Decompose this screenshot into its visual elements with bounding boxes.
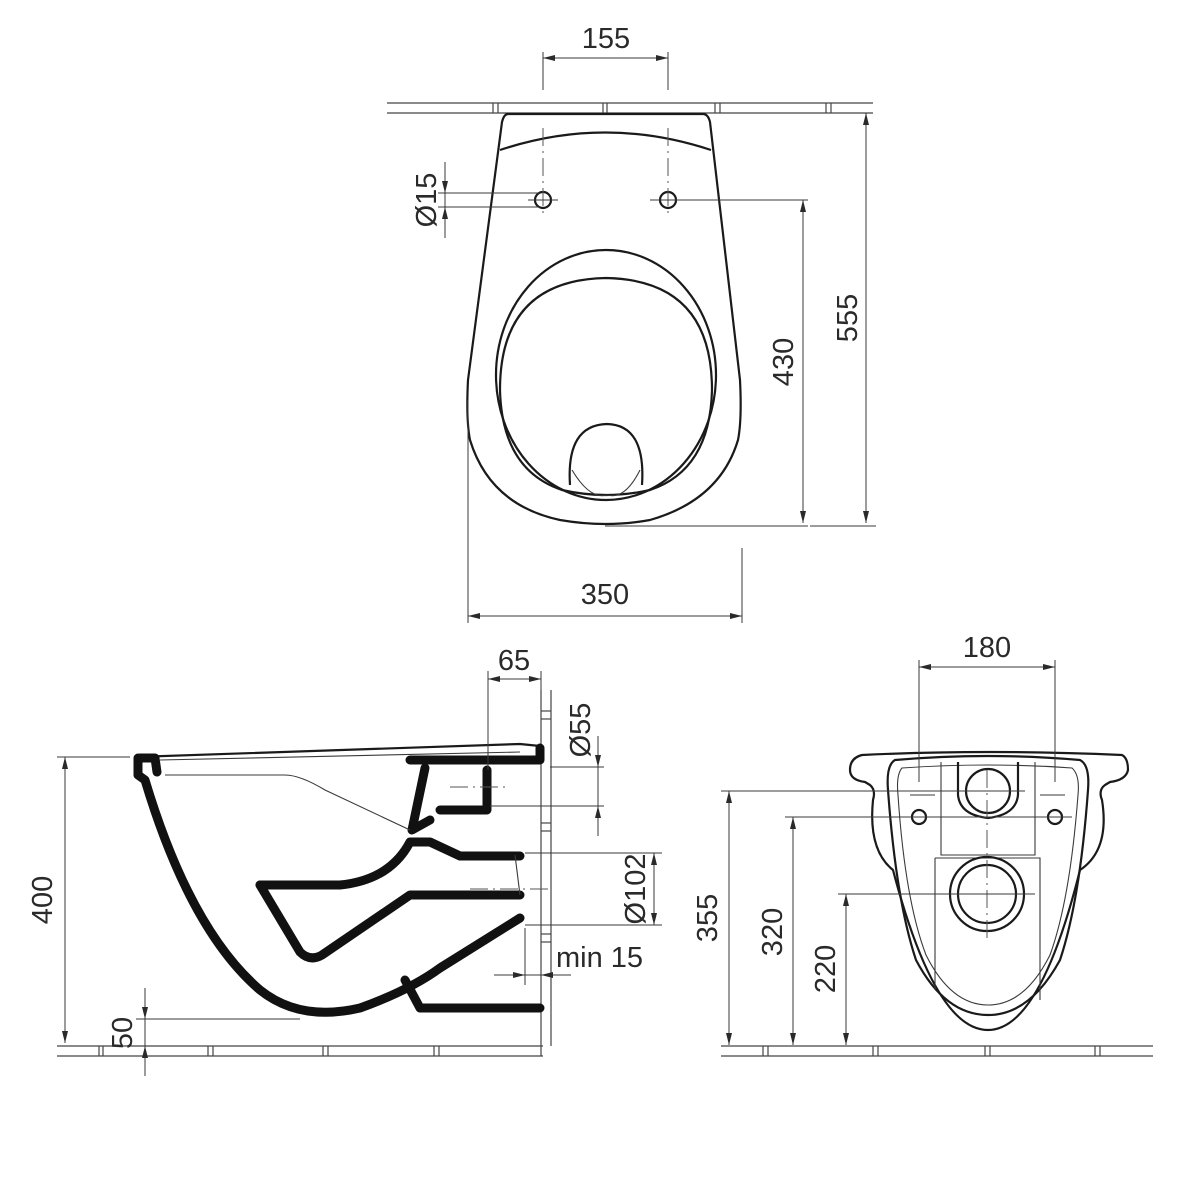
dim-rear-outlet-height: 220 (810, 945, 842, 993)
floor-strip-rear (721, 1045, 1153, 1057)
bowl-rear-arc (499, 131, 712, 152)
dim-side-outlet-diameter: Ø102 (620, 854, 652, 925)
drain-inner (571, 469, 641, 497)
dim-side-inlet-offset: 65 (498, 645, 530, 677)
bowl-inner (498, 276, 714, 497)
bowl-section (133, 753, 525, 1017)
dim-side-outlet-clearance: min 15 (556, 942, 643, 974)
dim-rear-inlet-height: 355 (692, 894, 724, 942)
dim-plan-hole-to-front: 430 (768, 338, 800, 386)
dim-plan-overall-depth: 555 (832, 294, 864, 342)
dim-plan-overall-width: 350 (581, 579, 629, 611)
dim-rear-hole-spacing: 180 (963, 632, 1011, 664)
side-view: 65 Ø55 Ø102 min 15 400 50 (27, 645, 662, 1076)
plan-view: 155 Ø15 430 555 350 (387, 23, 876, 623)
floor-strip-side (57, 1045, 543, 1057)
dim-side-rim-height: 400 (27, 876, 59, 924)
bowl-rim (494, 248, 718, 502)
bowl-outline (466, 112, 742, 526)
wall-strip-top (387, 102, 873, 114)
dim-plan-hole-diameter: Ø15 (411, 173, 443, 228)
rear-inner-outline (886, 754, 1090, 1017)
trap-section (255, 837, 525, 890)
dim-plan-hole-spacing: 155 (582, 23, 630, 55)
dim-side-inlet-diameter: Ø55 (565, 703, 597, 758)
drain-outline (568, 422, 644, 486)
dim-side-bottom-clearance: 50 (107, 1017, 139, 1049)
rear-view: 180 355 320 220 (692, 632, 1153, 1057)
rear-outer-outline (848, 750, 1130, 1032)
dim-rear-fixing-height: 320 (757, 908, 789, 956)
